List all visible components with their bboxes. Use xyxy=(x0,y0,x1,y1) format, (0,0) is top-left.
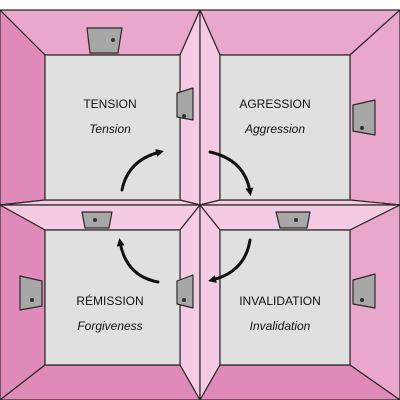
room-tension-door-right xyxy=(176,87,194,121)
room-tension: TENSION Tension xyxy=(0,9,201,206)
room-invalidation-door-right xyxy=(352,273,376,309)
room-tension-door-back xyxy=(86,27,123,54)
cycle-arrow-remission-to-tension xyxy=(116,238,160,284)
room-remission: RÉMISSION Forgiveness xyxy=(0,204,201,400)
room-remission-floor xyxy=(44,229,181,366)
room-invalidation-subtitle: Invalidation xyxy=(250,319,311,333)
room-tension-subtitle: Tension xyxy=(89,122,131,136)
room-agression: AGRESSION Aggression xyxy=(199,9,400,206)
room-invalidation-floor xyxy=(219,229,351,366)
room-remission-door-left xyxy=(19,275,43,311)
room-remission-door-right xyxy=(176,274,194,309)
cycle-arrow-agression-to-invalidation xyxy=(208,150,254,196)
room-agression-subtitle: Aggression xyxy=(244,122,305,136)
room-invalidation-title: INVALIDATION xyxy=(239,294,321,308)
room-agression-floor xyxy=(219,54,351,201)
room-remission-subtitle: Forgiveness xyxy=(77,319,142,333)
room-tension-floor xyxy=(44,54,181,201)
room-tension-title: TENSION xyxy=(83,97,136,111)
room-invalidation-door-back xyxy=(275,211,311,229)
room-agression-title: AGRESSION xyxy=(239,97,310,111)
cycle-arrow-invalidation-to-remission xyxy=(208,238,252,283)
cycle-arrow-tension-to-agression xyxy=(120,149,164,192)
room-invalidation: INVALIDATION Invalidation xyxy=(199,204,400,400)
room-agression-door-right xyxy=(352,99,376,136)
room-remission-title: RÉMISSION xyxy=(76,293,143,308)
